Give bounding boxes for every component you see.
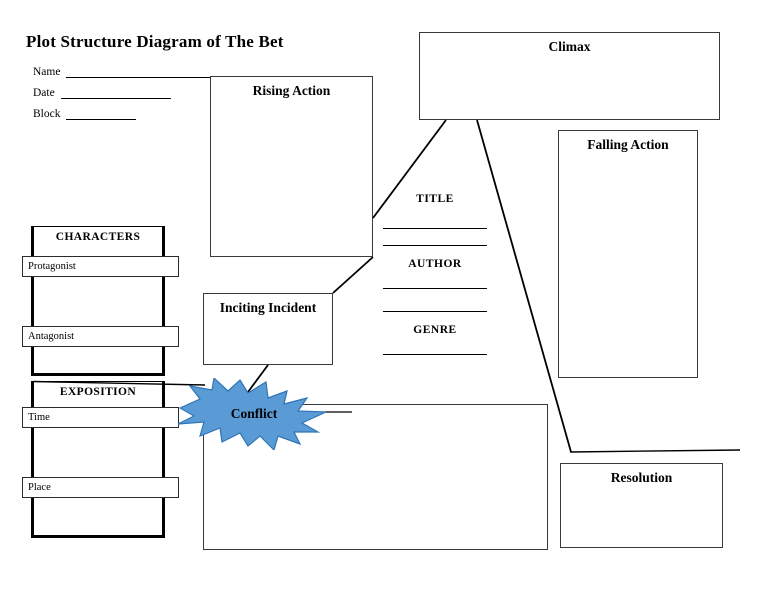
characters-panel-title: CHARACTERS bbox=[55, 231, 141, 243]
book-info-author-rule-1[interactable] bbox=[383, 288, 487, 289]
book-info-title-rule-1[interactable] bbox=[383, 228, 487, 229]
box-resolution[interactable]: Resolution bbox=[560, 463, 723, 548]
slot-time-label: Time bbox=[28, 412, 50, 423]
connector-climax-to-resolution bbox=[476, 119, 572, 453]
header-field-block-rule[interactable] bbox=[66, 109, 137, 120]
box-inciting-incident[interactable]: Inciting Incident bbox=[203, 293, 333, 365]
slot-protagonist-label: Protagonist bbox=[28, 261, 76, 272]
slot-place-label: Place bbox=[28, 482, 51, 493]
connector-resolution-baseline bbox=[569, 449, 741, 453]
book-info-title-label: TITLE bbox=[416, 193, 454, 205]
book-info-genre-rule-1[interactable] bbox=[383, 354, 487, 355]
exposition-panel: EXPOSITION bbox=[31, 381, 165, 538]
box-climax-title: Climax bbox=[548, 39, 591, 54]
box-resolution-title: Resolution bbox=[610, 470, 673, 485]
book-info-author-rule-2[interactable] bbox=[383, 311, 487, 312]
slot-protagonist[interactable]: Protagonist bbox=[22, 256, 179, 277]
header-field-date-rule[interactable] bbox=[60, 88, 171, 99]
connector-rising-to-inciting bbox=[332, 256, 374, 294]
box-falling-action-title: Falling Action bbox=[587, 137, 669, 152]
book-info-genre-label: GENRE bbox=[413, 324, 457, 336]
header-field-block[interactable]: Block bbox=[33, 108, 137, 120]
header-field-date[interactable]: Date bbox=[33, 87, 171, 99]
exposition-panel-title: EXPOSITION bbox=[59, 386, 137, 398]
box-inciting-incident-title: Inciting Incident bbox=[219, 300, 317, 315]
slot-antagonist[interactable]: Antagonist bbox=[22, 326, 179, 347]
page-title: Plot Structure Diagram of The Bet bbox=[26, 32, 284, 51]
header-field-name[interactable]: Name bbox=[33, 66, 212, 78]
book-info-genre-label-wrap: GENRE bbox=[383, 324, 487, 336]
book-info-title-label-wrap: TITLE bbox=[383, 193, 487, 205]
slot-antagonist-label: Antagonist bbox=[28, 331, 75, 342]
book-info-author-label-wrap: AUTHOR bbox=[383, 258, 487, 270]
header-field-block-label: Block bbox=[33, 108, 61, 120]
conflict-starburst-shape bbox=[177, 378, 327, 450]
header-field-name-label: Name bbox=[33, 66, 61, 78]
conflict-starburst[interactable] bbox=[174, 378, 334, 450]
book-info-title-rule-2[interactable] bbox=[383, 245, 487, 246]
header-field-date-label: Date bbox=[33, 87, 55, 99]
slot-place[interactable]: Place bbox=[22, 477, 179, 498]
box-rising-action-title: Rising Action bbox=[252, 83, 331, 98]
header-field-name-rule[interactable] bbox=[66, 67, 212, 78]
box-climax[interactable]: Climax bbox=[419, 32, 720, 120]
book-info-author-label: AUTHOR bbox=[408, 258, 462, 270]
characters-panel: CHARACTERS bbox=[31, 226, 165, 376]
box-rising-action[interactable]: Rising Action bbox=[210, 76, 373, 257]
box-falling-action[interactable]: Falling Action bbox=[558, 130, 698, 378]
slot-time[interactable]: Time bbox=[22, 407, 179, 428]
